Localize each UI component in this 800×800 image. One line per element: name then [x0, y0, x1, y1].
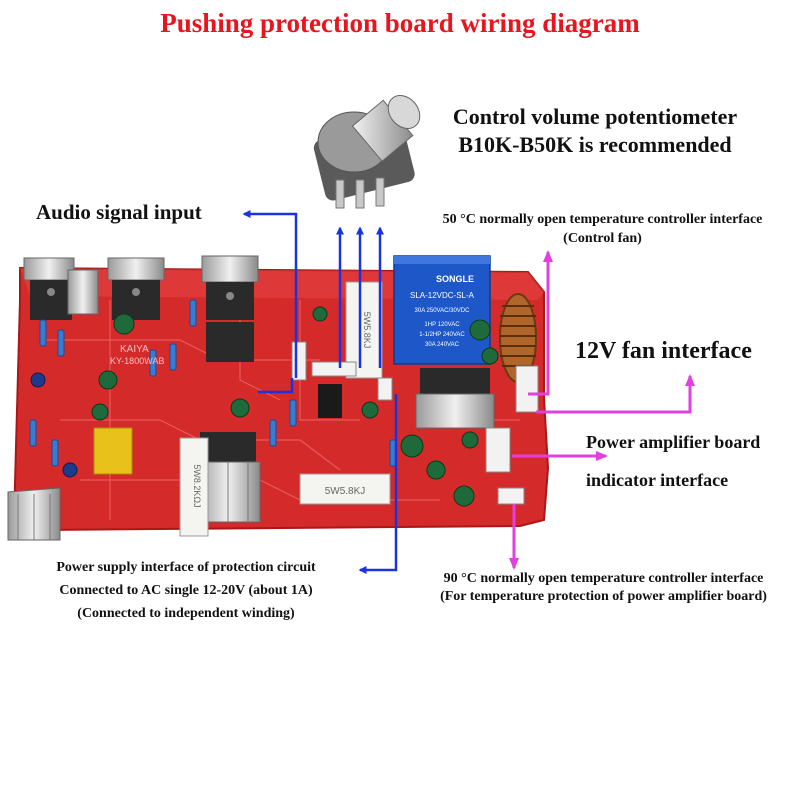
temp50-label-line2: (Control fan) [563, 231, 642, 246]
audio-input-wire-2 [258, 378, 294, 394]
interface-arrows [509, 250, 695, 570]
potentiometer-pins [335, 177, 385, 209]
psu-label-line1: Power supply interface of protection cir… [56, 560, 316, 575]
fan-12v-label: 12V fan interface [575, 338, 752, 364]
indicator-label-line2: indicator interface [586, 470, 729, 490]
relay-rating-4: 30A 240VAC [425, 342, 460, 348]
ic-chip [318, 384, 342, 418]
audio-input-label: Audio signal input [36, 200, 202, 224]
signal-wires [242, 210, 398, 574]
heatsink-6 [415, 368, 495, 429]
connectors [291, 341, 539, 505]
potentiometer-label-line2: B10K-B50K is recommended [458, 132, 732, 157]
psu-label: Power supply interface of protection cir… [0, 556, 372, 625]
page-title: Pushing protection board wiring diagram [160, 8, 640, 38]
indicator-label-line1: Power amplifier board [586, 432, 761, 452]
potentiometer-label: Control volume potentiometer B10K-B50K i… [395, 103, 795, 159]
temp50-label-line1: 50 °C normally open temperature controll… [442, 212, 763, 227]
inductor-coil [499, 293, 537, 383]
electrolytic-capacitors [91, 306, 499, 507]
box-capacitor [93, 427, 133, 475]
relay: SONGLE SLA-12VDC-SL-A 30A 250VAC/30VDC 1… [393, 255, 491, 365]
resistor-3-text: 5W5.8KJ [325, 486, 366, 497]
relay-brand: SONGLE [436, 274, 474, 284]
relay-rating-3: 1-1/2HP 240VAC [419, 332, 465, 338]
resistor-1-text: 5W5.8KJ [362, 312, 372, 349]
board-brand: KAIYA [120, 344, 149, 355]
temp90-label-line2: (For temperature protection of power amp… [440, 589, 767, 604]
heatsink-1 [23, 257, 99, 320]
resistor-2-text: 5W8.2KΩJ [192, 464, 202, 507]
pcb-board: 5W5.8KJ 5W8.2KΩJ 5W5.8KJ SONGLE SLA-12VD… [7, 255, 550, 541]
temp90-label: 90 °C normally open temperature controll… [407, 570, 800, 606]
relay-model: SLA-12VDC-SL-A [410, 291, 475, 300]
temp50-arrow [528, 250, 553, 396]
psu-wire [358, 394, 398, 574]
psu-label-line2: Connected to AC single 12-20V (about 1A) [59, 583, 313, 598]
fan-12v-arrow [536, 374, 695, 414]
potentiometer [313, 95, 421, 209]
heatsink-2 [107, 257, 165, 320]
relay-rating-1: 30A 250VAC/30VDC [415, 308, 471, 314]
relay-rating-2: 1HP 120VAC [424, 322, 460, 328]
audio-input-wire [242, 210, 298, 378]
psu-label-line3: (Connected to independent winding) [77, 606, 295, 621]
potentiometer-label-line1: Control volume potentiometer [452, 104, 738, 129]
temp50-label: 50 °C normally open temperature controll… [405, 210, 800, 248]
temp90-label-line1: 90 °C normally open temperature controll… [443, 571, 764, 586]
heatsink-5 [7, 487, 61, 541]
resistor-2: 5W8.2KΩJ [179, 437, 209, 537]
small-resistors [29, 299, 397, 467]
resistor-3: 5W5.8KJ [299, 473, 391, 505]
board-model: KY-1800WAB [110, 356, 164, 366]
heatsink-3 [201, 255, 259, 362]
